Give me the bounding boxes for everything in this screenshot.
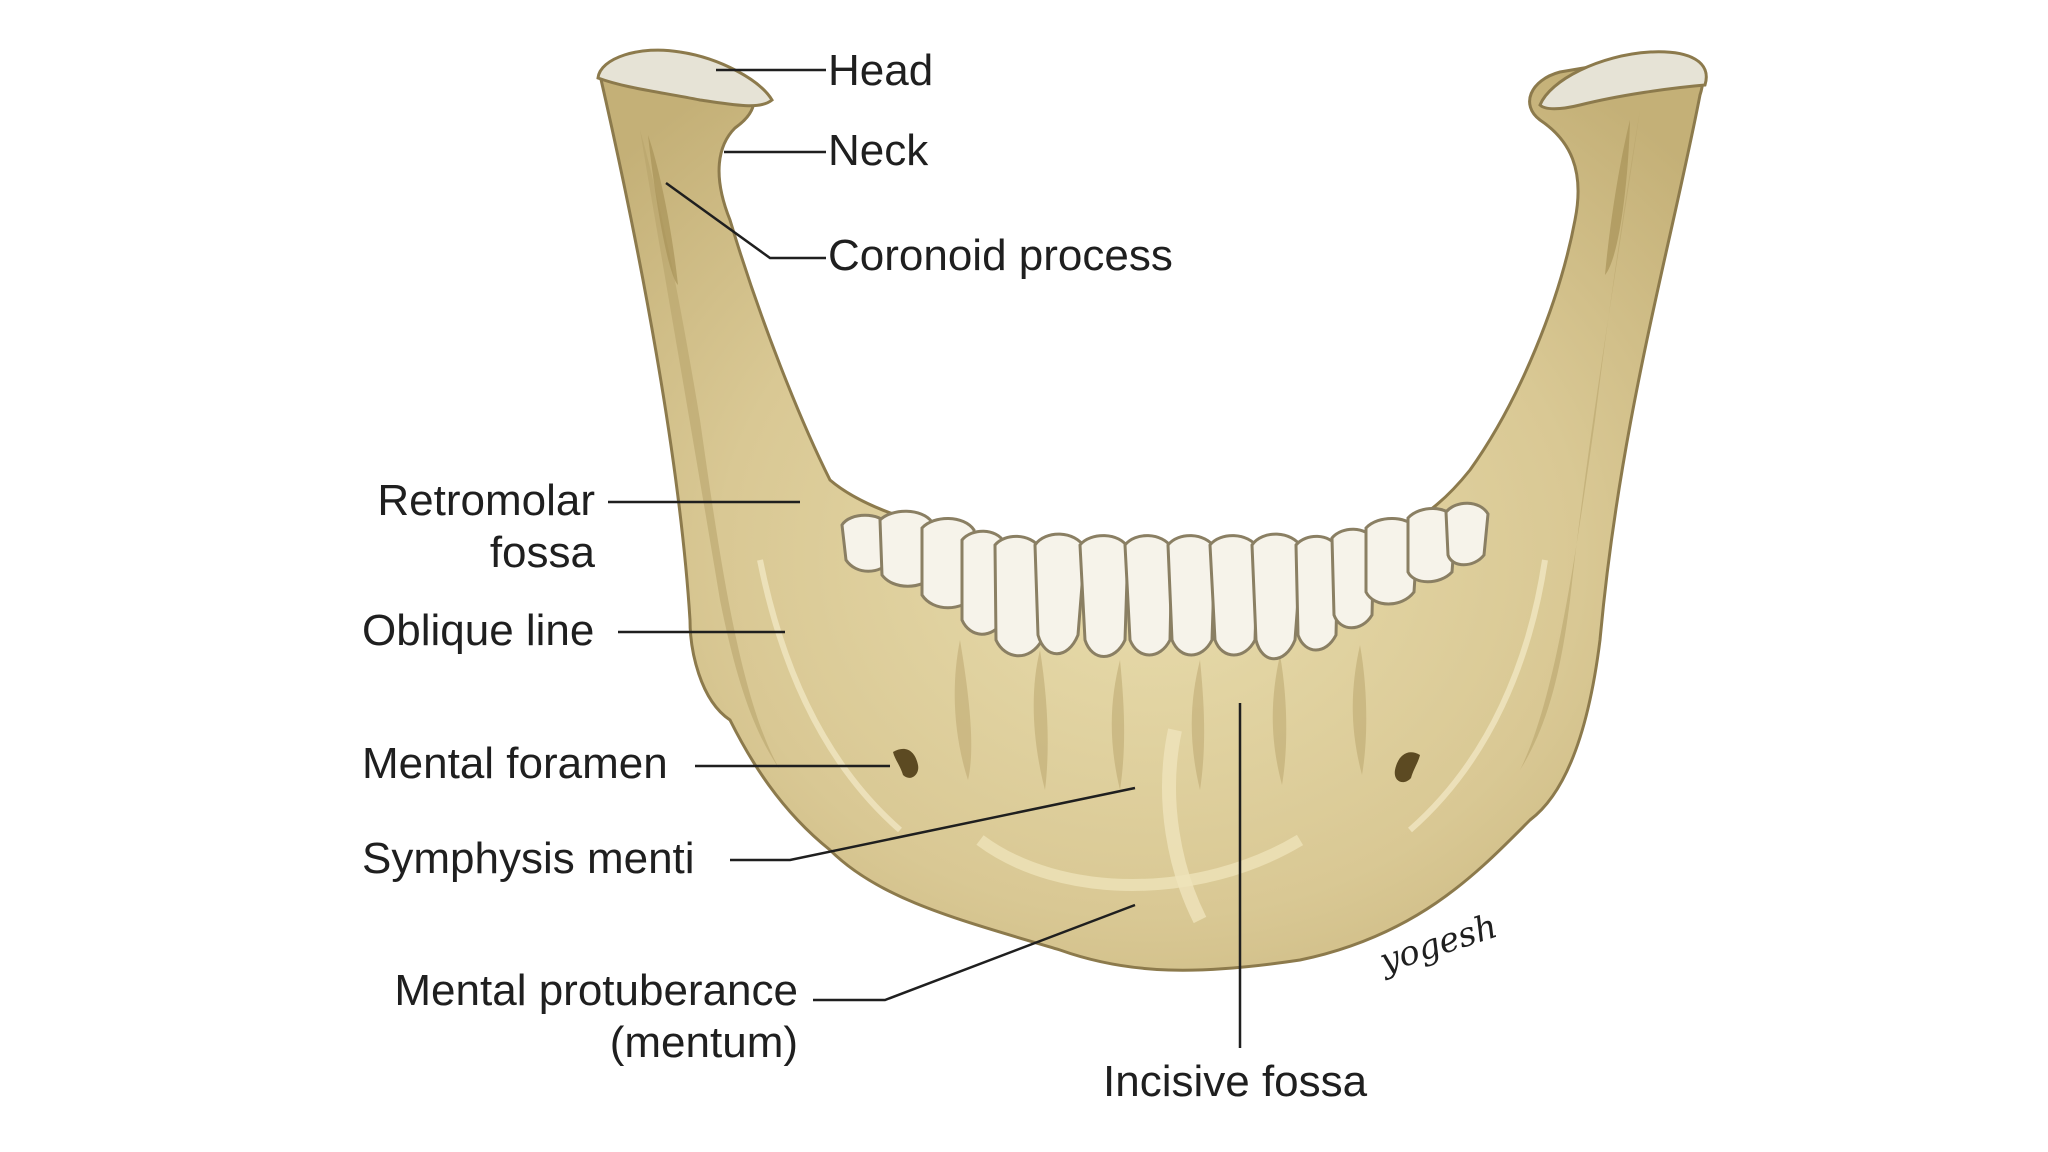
oblique-line-ridge: [757, 559, 902, 833]
mental-protuberance-highlight: [976, 834, 1304, 891]
tooth-molar-right-3: [1444, 501, 1490, 567]
right-condyle-cap: [1538, 50, 1708, 111]
right-coronoid-groove: [1605, 120, 1630, 275]
tooth-incisor-right-1: [1166, 534, 1217, 657]
tooth-molar-right-1: [1364, 517, 1420, 606]
tooth-incisor-left-2: [1078, 534, 1130, 658]
tooth-canine-right: [1250, 532, 1304, 661]
left-condyle-cap: [596, 48, 774, 108]
teeth-row: [840, 501, 1490, 661]
tooth-premolar-right-1: [1294, 534, 1340, 652]
label-retromolar-fossa-line2: fossa: [489, 528, 595, 577]
label-mental-protuberance-line1: Mental protuberance: [394, 966, 798, 1015]
leader-lines: [608, 68, 1242, 1048]
left-coronoid-groove: [648, 135, 678, 285]
tooth-incisor-right-2: [1208, 534, 1260, 657]
label-neck: Neck: [828, 126, 929, 175]
label-head: Head: [828, 46, 934, 95]
tooth-molar-right-2: [1406, 507, 1458, 584]
label-retromolar-fossa: Retromolar fossa: [360, 475, 595, 579]
tooth-canine-left: [1033, 532, 1087, 656]
oblique-line-ridge-right: [1408, 559, 1548, 833]
mandible-bone: [598, 52, 1705, 972]
label-incisive-fossa: Incisive fossa: [1103, 1057, 1368, 1106]
mental-foramen-left: [893, 748, 919, 778]
label-retromolar-fossa-line1: Retromolar: [377, 476, 595, 525]
label-coronoid-process: Coronoid process: [828, 231, 1173, 280]
label-oblique-line: Oblique line: [362, 606, 595, 655]
label-mental-foramen: Mental foramen: [362, 739, 668, 788]
symphysis-highlight: [1162, 728, 1207, 924]
label-mental-protuberance: Mental protuberance (mentum): [360, 965, 798, 1069]
leader-coronoid: [665, 181, 826, 260]
mental-foramen-right: [1394, 752, 1420, 783]
root-shading: [954, 640, 1367, 790]
leader-symphysis: [730, 786, 1136, 862]
leader-protuberance: [813, 903, 1136, 1002]
left-ramus-shadow: [640, 130, 780, 770]
tooth-premolar-right-2: [1330, 527, 1376, 630]
label-mental-protuberance-line2: (mentum): [609, 1018, 798, 1067]
label-symphysis-menti: Symphysis menti: [362, 834, 695, 883]
tooth-incisor-left-1: [1123, 534, 1174, 657]
